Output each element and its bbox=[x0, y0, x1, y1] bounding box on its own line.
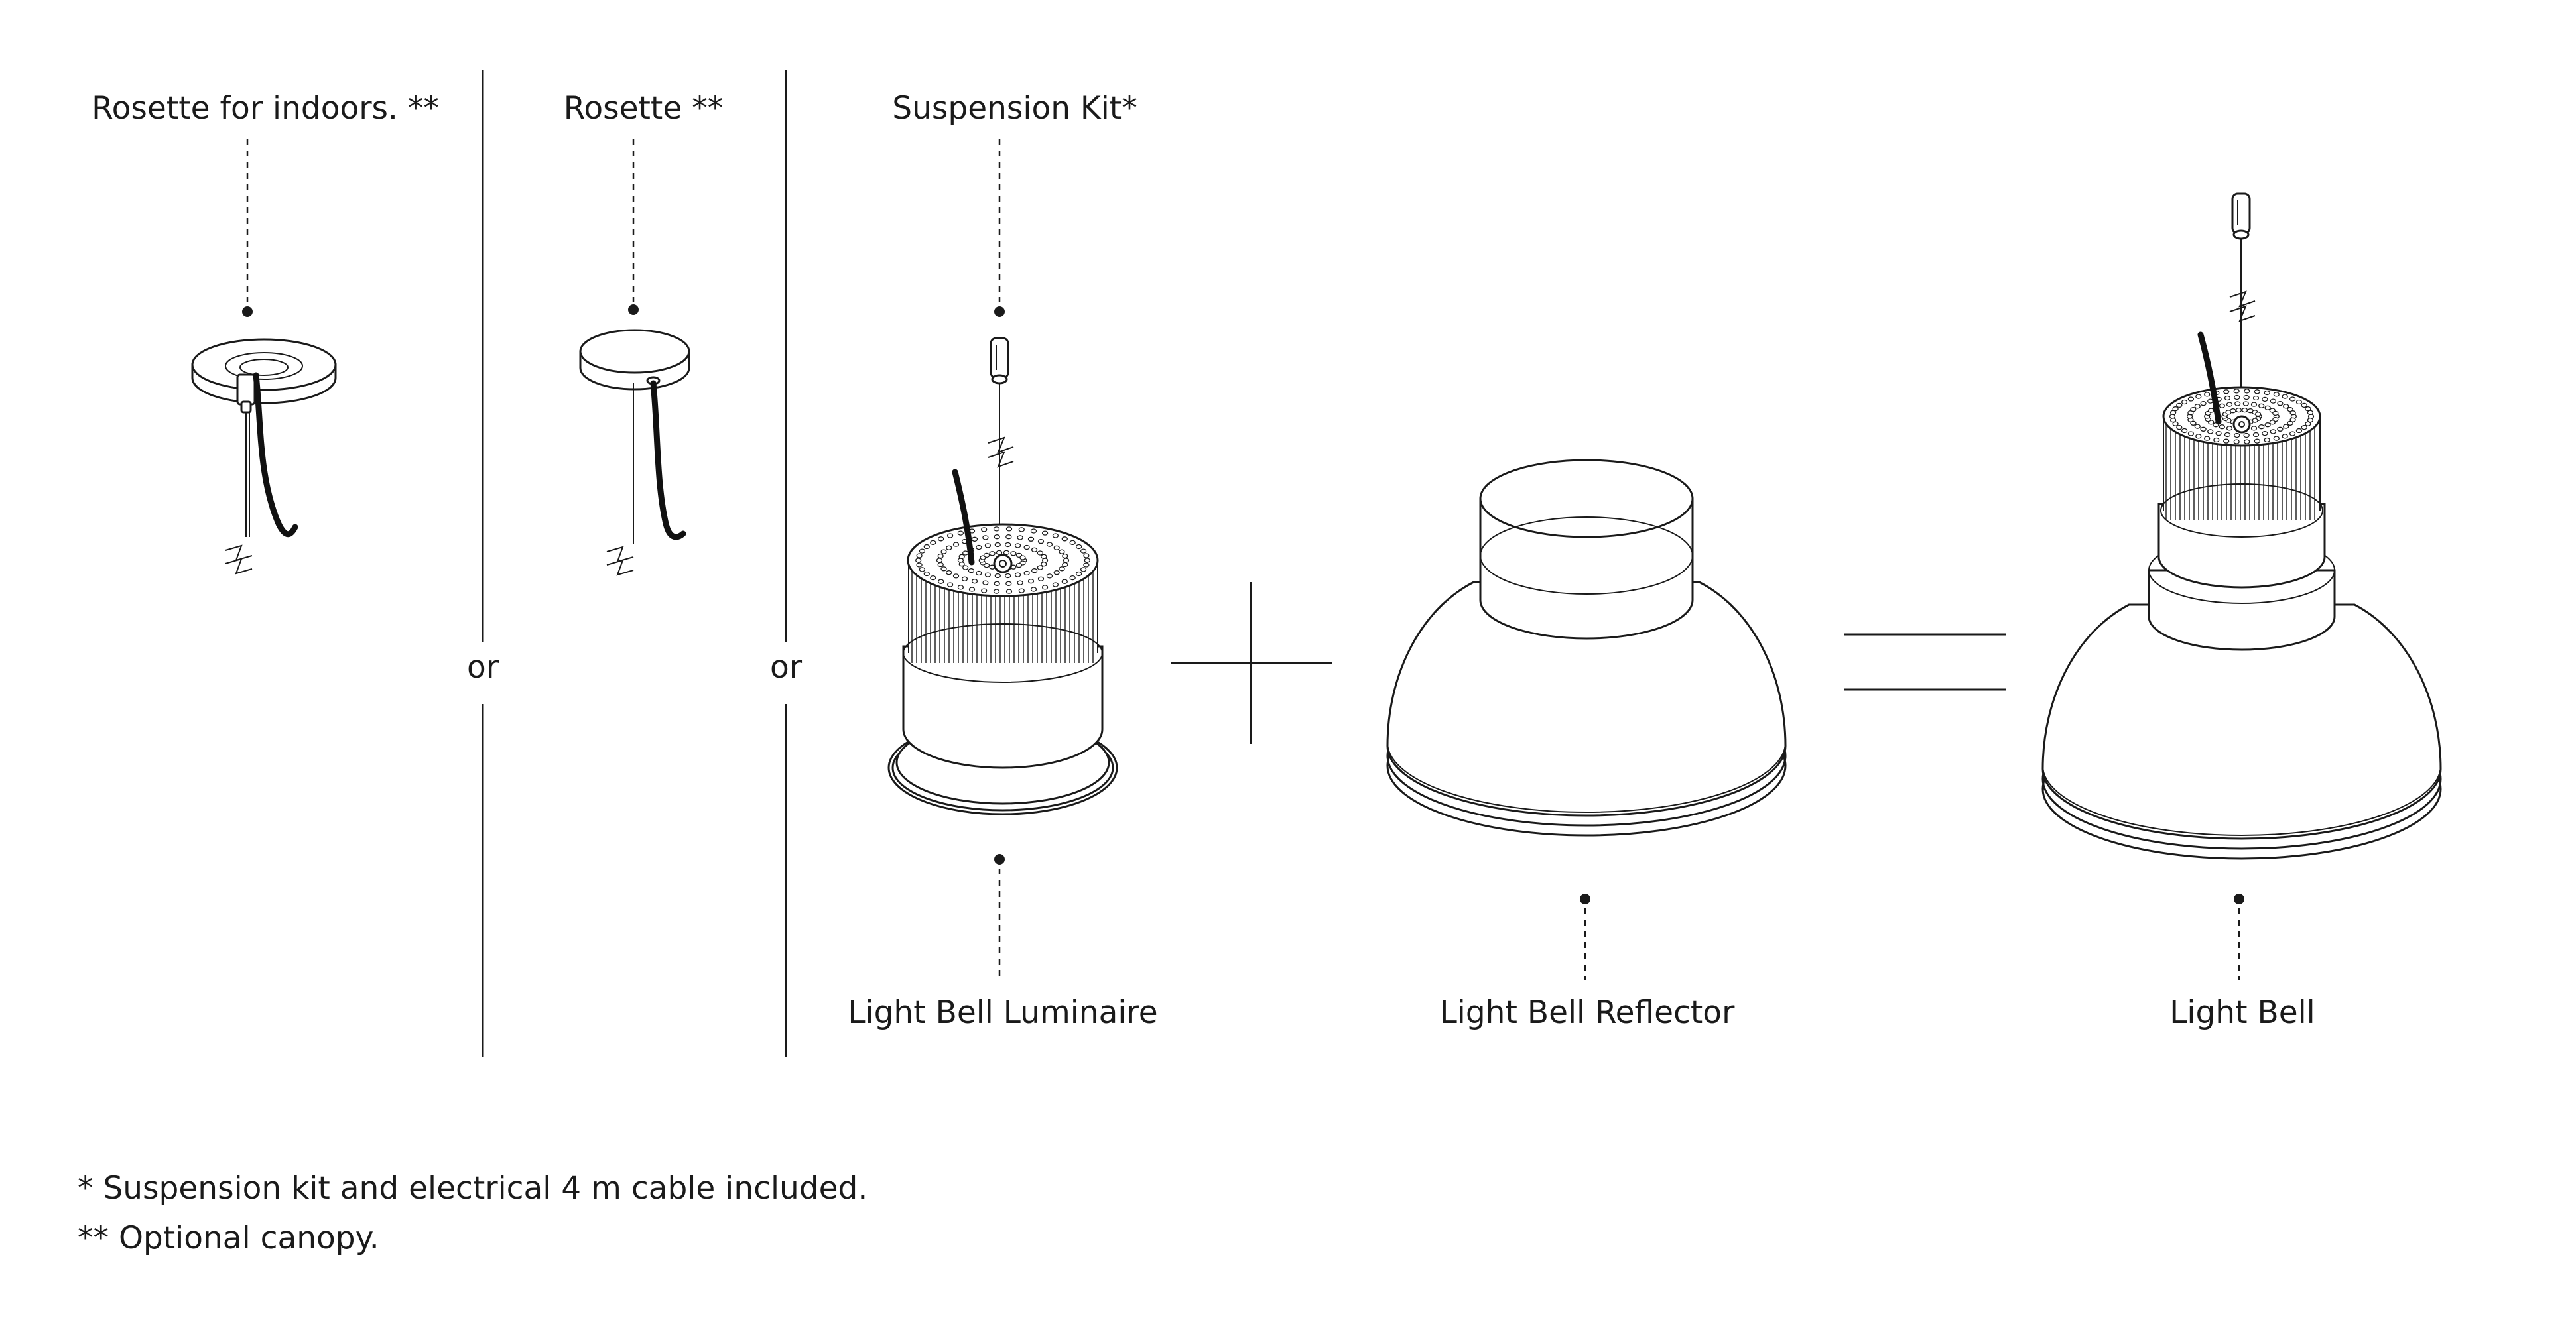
leader-rosette-indoors bbox=[242, 139, 253, 317]
label-rosette: Rosette ** bbox=[564, 90, 723, 127]
leader-suspension-kit bbox=[994, 139, 1005, 317]
separator-or-label: or bbox=[770, 649, 803, 686]
equals-sign bbox=[1844, 633, 2006, 691]
leader-luminaire bbox=[994, 854, 1005, 980]
label-luminaire: Light Bell Luminaire bbox=[848, 994, 1157, 1031]
leader-reflector bbox=[1580, 894, 1590, 980]
rosette-illustration bbox=[579, 329, 690, 576]
leader-rosette bbox=[628, 139, 639, 315]
heat-sink-pins bbox=[915, 526, 1090, 594]
luminaire-illustration bbox=[887, 337, 1118, 815]
heat-sink-pins bbox=[2169, 389, 2315, 444]
light-bell-illustration bbox=[2041, 192, 2442, 860]
leader-light-bell bbox=[2234, 894, 2244, 980]
separator-or-2: or bbox=[770, 70, 803, 1057]
separator-or-1: or bbox=[467, 70, 499, 1057]
footnote-suspension-kit: * Suspension kit and electrical 4 m cabl… bbox=[78, 1170, 868, 1207]
label-rosette-indoors: Rosette for indoors. ** bbox=[92, 90, 439, 127]
separator-or-label: or bbox=[467, 649, 499, 686]
footnote-optional-canopy: ** Optional canopy. bbox=[78, 1220, 379, 1256]
label-light-bell: Light Bell bbox=[2169, 994, 2315, 1031]
label-suspension-kit: Suspension Kit* bbox=[892, 90, 1137, 127]
rosette-indoors-illustration bbox=[191, 338, 337, 575]
label-reflector: Light Bell Reflector bbox=[1440, 994, 1735, 1031]
plus-sign bbox=[1171, 582, 1332, 744]
reflector-illustration bbox=[1386, 459, 1787, 837]
